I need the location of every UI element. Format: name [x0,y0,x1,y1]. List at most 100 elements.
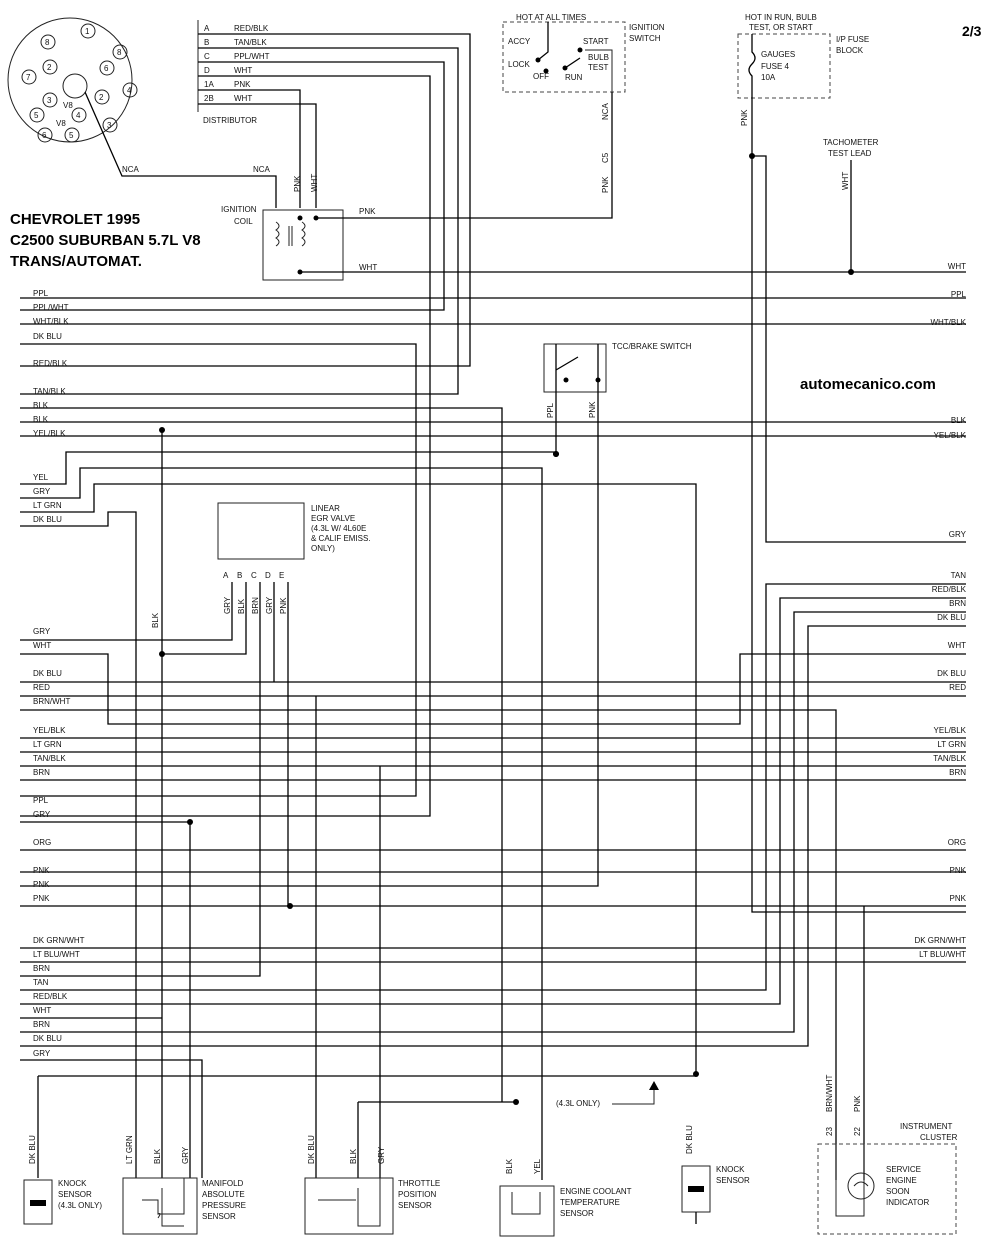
cap-number: 3 [107,121,112,130]
bus-left-label: LT GRN [33,501,62,510]
title-block: CHEVROLET 1995 C2500 SUBURBAN 5.7L V8 TR… [10,211,201,270]
cap-number: 6 [104,64,109,73]
ign-header: HOT AT ALL TIMES [516,13,586,22]
knock-left-label: SENSOR [58,1190,92,1199]
egr-label: LINEAR [311,504,340,513]
bus-left-label: PPL [33,289,49,298]
fuse-wire-label: PNK [740,109,749,126]
tps-label: POSITION [398,1190,436,1199]
cap-number: 3 [47,96,52,105]
ign-pos-start: START [583,37,609,46]
bus-left-label: GRY [33,810,51,819]
ign-wire-label: NCA [601,102,610,120]
bus-left-label: TAN [33,978,49,987]
cap-v8-label: V8 [56,119,66,128]
engine-coolant-temp-sensor: BLK YEL ENGINE COOLANT TEMPERATURE SENSO… [499,1158,632,1237]
site-watermark: automecanico.com [800,376,936,393]
egr-label: & CALIF EMISS. [311,534,371,543]
dist-wire: PNK [234,80,251,89]
distributor-terminals: 1 8 8 2 6 7 4 3 2 5 4 3 6 5 V8 V8 [21,23,138,143]
knock-left-label: KNOCK [58,1179,87,1188]
fuse-label: I/P FUSE [836,35,869,44]
bus-left-label: PNK [33,880,50,889]
bus-left-label: DK BLU [33,1034,62,1043]
egr-wire: BRN [251,597,260,614]
cluster-wire: BRN/WHT [825,1075,834,1112]
egr-wire: GRY [223,596,232,614]
bus-left-label: LT GRN [33,740,62,749]
coil-wire-label: PNK [293,175,302,192]
dist-pin: B [204,38,209,47]
bus-left-label: DK BLU [33,669,62,678]
bus-left-label: BRN [33,768,50,777]
page-number: 2/3 [962,23,982,39]
cap-v8-label: V8 [63,101,73,110]
knock-left-wire: DK BLU [28,1135,37,1164]
cap-number: 2 [99,93,104,102]
title-line-3: TRANS/AUTOMAT. [10,253,142,270]
bus-left-label: YEL/BLK [33,726,66,735]
bus-right-label: PPL [951,290,967,299]
dist-wire: PPL/WHT [234,52,270,61]
fuse-block: HOT IN RUN, BULB TEST, OR START I/P FUSE… [737,13,869,159]
cluster-pin: 23 [825,1127,834,1136]
dist-wire: WHT [234,66,252,75]
knock-right-wire: DK BLU [685,1125,694,1154]
nca-label: NCA [122,165,140,174]
ign-pos-off: OFF [533,72,549,81]
coil-label: COIL [234,217,253,226]
cap-number: 4 [127,86,132,95]
bus-right-label: WHT [948,641,966,650]
bus-right-label: DK BLU [937,669,966,678]
bus-right-label: RED/BLK [932,585,967,594]
map-sensor: LT GRN BLK GRY MANIFOLD ABSOLUTE PRESSUR… [122,1135,246,1235]
ign-pos-test: TEST [588,63,609,72]
bus-left-label: WHT [33,641,51,650]
ign-pos-bulb: BULB [588,53,609,62]
bus-left-label: BRN [33,964,50,973]
tachometer-lead: TACHOMETER TEST LEAD WHT [823,138,879,275]
indicator-label: INDICATOR [886,1198,929,1207]
bus-left-label: YEL/BLK [33,429,66,438]
bus-left-label: GRY [33,1049,51,1058]
distributor: 1 8 8 2 6 7 4 3 2 5 4 3 6 5 V8 V8 A RED/… [7,17,471,817]
instrument-cluster: INSTRUMENT CLUSTER BRN/WHT PNK 23 22 SER… [817,1075,958,1235]
bus-right-label: TAN [951,571,967,580]
bus-left-label: DK BLU [33,332,62,341]
egr-wire: GRY [265,596,274,614]
bus-left-label: BRN/WHT [33,697,70,706]
ign-pos-lock: LOCK [508,60,530,69]
bus-left-label: TAN/BLK [33,754,66,763]
dist-wire: RED/BLK [234,24,269,33]
map-label: ABSOLUTE [202,1190,245,1199]
knock-left-label: (4.3L ONLY) [58,1201,102,1210]
ignition-switch: HOT AT ALL TIMES IGNITION SWITCH ACCY LO… [502,13,665,193]
egr-pin: E [279,571,284,580]
map-label: SENSOR [202,1212,236,1221]
bus-left-label: WHT/BLK [33,317,69,326]
fuse-label: BLOCK [836,46,864,55]
fuse-header: TEST, OR START [749,23,813,32]
indicator-label: ENGINE [886,1176,917,1185]
tcc-wire-label: PNK [588,401,597,418]
knock-right-label: KNOCK [716,1165,745,1174]
egr-valve: LINEAR EGR VALVE (4.3L W/ 4L60E & CALIF … [217,502,371,614]
bus-left-label: PPL/WHT [33,303,69,312]
bus-right-label: PNK [950,894,967,903]
bus-left-label: RED [33,683,50,692]
dist-pin: A [204,24,210,33]
cap-number: 8 [117,48,122,57]
bus-left-label: RED/BLK [33,992,68,1001]
map-wire: GRY [181,1146,190,1164]
bus-right-label: LT BLU/WHT [919,950,966,959]
egr-pin: C [251,571,257,580]
cap-number: 5 [34,111,39,120]
knock-sensor-right: DK BLU KNOCK SENSOR [681,1125,750,1224]
ect-label: SENSOR [560,1209,594,1218]
bus-left-label: BRN [33,1020,50,1029]
bus-right-label: WHT [948,262,966,271]
dist-pin: 2B [204,94,214,103]
dist-wire: TAN/BLK [234,38,267,47]
ect-wire: BLK [505,1158,514,1174]
ign-label: IGNITION [629,23,665,32]
